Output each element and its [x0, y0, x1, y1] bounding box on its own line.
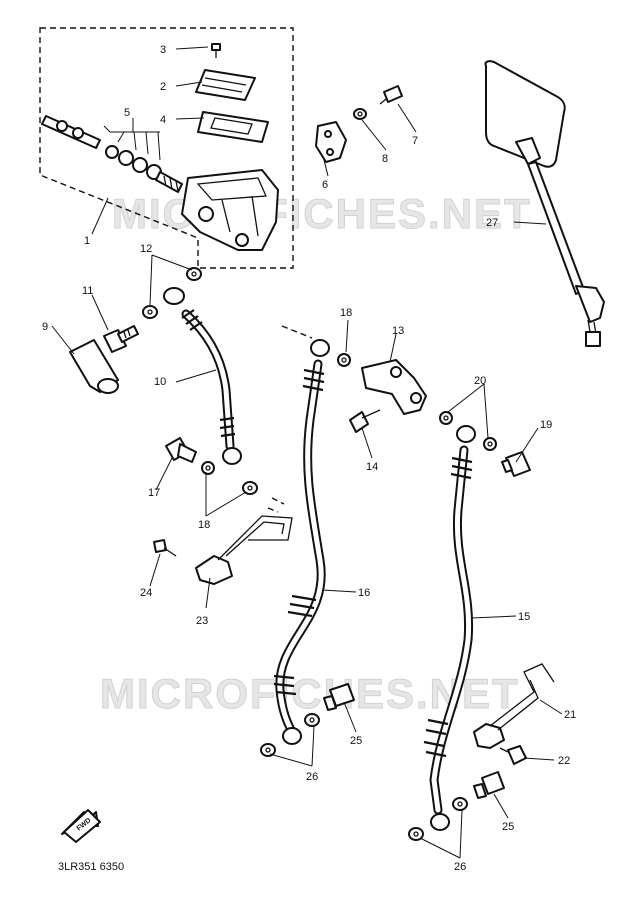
callout-26b: 26 [454, 861, 466, 873]
brake-hose-right-icon [423, 425, 476, 831]
bolt-icon [499, 745, 527, 765]
union-bolt-icon [165, 437, 197, 463]
callout-6: 6 [322, 179, 328, 191]
callout-24: 24 [140, 587, 152, 599]
cover-icon [69, 339, 119, 394]
callout-18: 18 [198, 519, 210, 531]
callout-10: 10 [154, 376, 166, 388]
callout-25: 25 [350, 735, 362, 747]
mirror-icon [484, 60, 605, 347]
callout-11: 11 [82, 285, 93, 297]
callout-25b: 25 [502, 821, 514, 833]
callout-16: 16 [358, 587, 370, 599]
brake-hose-upper-icon [163, 287, 242, 465]
washer-icon [142, 267, 202, 319]
callout-18b: 18 [340, 307, 352, 319]
bolt-icon [379, 85, 403, 105]
callout-4: 4 [160, 114, 166, 126]
master-cylinder-body-icon [181, 169, 279, 251]
leader-lines [51, 46, 563, 859]
callout-labels: 3 2 4 5 1 12 11 9 10 17 18 18 13 14 20 1… [42, 44, 576, 873]
washer-icon [201, 353, 351, 495]
callout-26: 26 [306, 771, 318, 783]
hose-guide-icon [195, 515, 293, 585]
brake-hose-left-icon [273, 339, 330, 745]
callout-21: 21 [564, 709, 576, 721]
callout-23: 23 [196, 615, 208, 627]
union-bolt-icon [501, 451, 531, 477]
callout-7: 7 [412, 135, 418, 147]
reservoir-cap-icon [195, 69, 256, 101]
callout-3: 3 [160, 44, 166, 56]
diaphragm-icon [197, 111, 269, 143]
callout-2: 2 [160, 81, 166, 93]
callout-27: 27 [486, 217, 498, 229]
callout-12: 12 [140, 243, 152, 255]
callout-5: 5 [124, 107, 130, 119]
callout-14: 14 [366, 461, 378, 473]
union-bolt-icon [323, 683, 505, 799]
bracket-icon [315, 121, 347, 163]
callout-20: 20 [474, 375, 486, 387]
callout-8: 8 [382, 153, 388, 165]
watermark-top: MICROFICHES.NET [112, 190, 532, 237]
callout-22: 22 [558, 755, 570, 767]
master-cylinder-assembly-box [39, 27, 294, 269]
bolt-icon [349, 409, 381, 433]
callout-19: 19 [540, 419, 552, 431]
union-bolt-icon [103, 325, 139, 353]
callout-17: 17 [148, 487, 160, 499]
callout-1: 1 [84, 235, 90, 247]
forward-arrow-icon: FWD [61, 809, 101, 843]
callout-13: 13 [392, 325, 404, 337]
bolt-icon [153, 539, 177, 557]
washer-icon [353, 108, 367, 120]
hose-guide-icon [473, 663, 555, 749]
diagram-code: 3LR351 6350 [58, 861, 124, 873]
washer-icon [260, 713, 468, 841]
callout-9: 9 [42, 321, 48, 333]
reference-dash-line [267, 325, 313, 513]
watermark-bottom: MICROFICHES.NET [100, 670, 520, 717]
screw-icon [211, 43, 221, 58]
piston-kit-icon [41, 115, 183, 193]
washer-icon [439, 411, 497, 451]
brake-joint-icon [361, 359, 427, 415]
callout-15: 15 [518, 611, 530, 623]
